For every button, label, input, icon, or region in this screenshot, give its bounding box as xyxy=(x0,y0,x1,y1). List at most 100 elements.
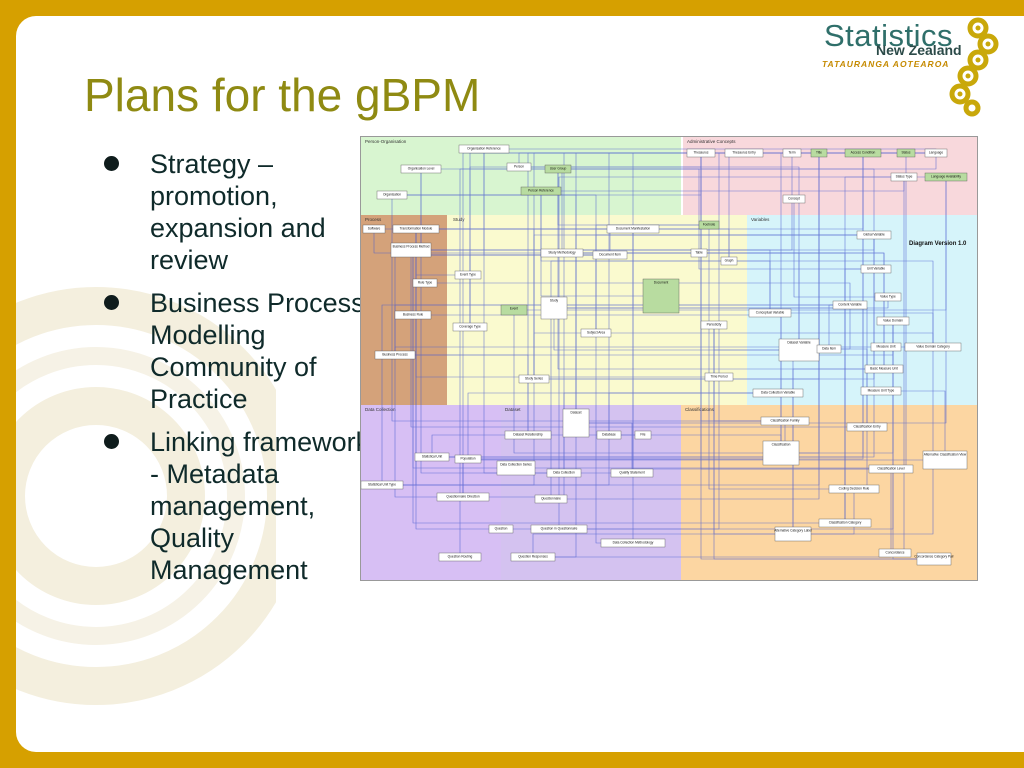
diagram-entity-box: Question Responses xyxy=(510,552,556,562)
diagram-entity-label: Data Collection Variable xyxy=(761,391,795,395)
bullet-item: Linking frameworks - Metadata management… xyxy=(104,426,384,586)
diagram-connector xyxy=(532,533,793,557)
diagram-entity-label: File xyxy=(640,433,645,437)
diagram-entity-box: Classification Family xyxy=(760,416,810,426)
diagram-entity-label: Dataset Variable xyxy=(787,341,811,345)
diagram-entity-box: Global Variable xyxy=(856,230,892,240)
diagram-entity-label: Thesaurus Entry xyxy=(732,151,756,155)
diagram-connector xyxy=(698,253,876,270)
diagram-entity-label: Dataset Relationship xyxy=(513,433,543,437)
diagram-entity-box: Data Collection Series xyxy=(496,460,536,476)
diagram-connector xyxy=(793,347,934,535)
diagram-entity-label: Title xyxy=(816,151,822,155)
diagram-entity-box: Time Period xyxy=(704,372,734,382)
diagram-entity-label: Concept xyxy=(788,197,800,201)
diagram-entity-box: Study Methodology xyxy=(540,248,584,258)
diagram-entity-label: Value Domain Category xyxy=(916,345,950,349)
diagram-connector xyxy=(425,282,851,305)
diagram-entity-label: Thesaurus xyxy=(693,151,708,155)
diagram-connector xyxy=(533,332,596,379)
diagram-connector xyxy=(576,177,947,424)
diagram-connector xyxy=(432,153,864,458)
diagram-entity-box: Event xyxy=(500,304,528,316)
diagram-entity-box: Classification Entry xyxy=(846,422,888,432)
decorative-pattern xyxy=(16,287,276,705)
diagram-entity-label: Global Variable xyxy=(863,233,885,237)
diagram-region-label: Administrative Concepts xyxy=(687,139,736,144)
bullet-text: Linking frameworks - Metadata management… xyxy=(150,427,383,585)
diagram-connector xyxy=(793,199,888,298)
diagram-entity-box: Business Process xyxy=(374,350,416,360)
diagram-entity-label: Table xyxy=(695,251,703,255)
diagram-connector xyxy=(415,229,719,378)
diagram-entity-label: Transformation Module xyxy=(400,227,433,231)
diagram-entity-label: Classification Family xyxy=(770,419,799,423)
diagram-entity-label: Dataset xyxy=(571,411,582,415)
diagram-entity-box: Title xyxy=(810,148,828,158)
diagram-entity-label: Concordance xyxy=(886,551,905,555)
diagram-entity-box: Footnote xyxy=(698,220,720,230)
diagram-region-label: Person-Organisation xyxy=(365,139,407,144)
diagram-entity-label: Organisation xyxy=(383,193,401,197)
diagram-entity-label: Question Routing xyxy=(448,555,473,559)
diagram-connector xyxy=(382,153,820,486)
diagram-entity-label: Coverage Type xyxy=(459,325,481,329)
diagram-entity-label: Status Type xyxy=(896,175,913,179)
diagram-entity-label: Quality Statement xyxy=(619,471,644,475)
diagram-entity-box: Business Rule xyxy=(394,310,432,320)
diagram-entity-label: Basic Measure Unit xyxy=(870,367,898,371)
diagram-entity-label: Time Period xyxy=(710,375,727,379)
diagram-region-label: Dataset xyxy=(505,407,521,412)
logo-knot-icon xyxy=(949,17,999,117)
diagram-entity-box: Basic Measure Unit xyxy=(864,364,904,374)
diagram-entity-box: Statistical Unit xyxy=(414,452,450,462)
diagram-entity-box: Status xyxy=(896,148,916,158)
diagram-entity-box: Conceptual Variable xyxy=(748,308,792,318)
logo-sub-text: New Zealand xyxy=(876,42,962,58)
diagram-entity-box: Organisation Level xyxy=(400,164,442,174)
diagram-entity-label: Periodicity xyxy=(707,323,722,327)
diagram-entity-box: Subject Area xyxy=(580,328,612,338)
diagram-entity-label: Business Process xyxy=(382,353,408,357)
diagram-connector xyxy=(708,225,854,490)
diagram-entity-label: Measure Unit xyxy=(877,345,896,349)
diagram-entity-box: Periodicity xyxy=(700,320,728,330)
diagram-entity-box: Organisation Reference xyxy=(458,144,510,154)
diagram-entity-box: Thesaurus xyxy=(686,148,716,158)
diagram-connector xyxy=(559,377,720,530)
diagram-entity-label: Concordance Category Pair xyxy=(914,555,954,559)
diagram-region-label: Data Collection xyxy=(365,407,396,412)
diagram-entity-box: Person Reference xyxy=(520,186,562,196)
diagram-connector xyxy=(381,304,850,485)
diagram-region-label: Variables xyxy=(751,217,770,222)
diagram-entity-label: Organisation Reference xyxy=(467,147,501,151)
diagram-entity-label: Language xyxy=(929,151,943,155)
diagram-entity-box: Data Item xyxy=(816,344,842,354)
diagram-connector xyxy=(829,348,868,427)
diagram-entity-box: Graph xyxy=(720,256,738,266)
diagram-connector xyxy=(792,368,884,534)
diagram-entity-box: Access Condition xyxy=(844,148,882,158)
diagram-entity-box: Document xyxy=(642,278,680,314)
bullet-text: Business Process Modelling Community of … xyxy=(150,288,365,414)
bullet-text: Strategy – promotion, expansion and revi… xyxy=(150,149,326,275)
diagram-connector xyxy=(729,260,771,313)
diagram-entity-box: Statistical Unit Type xyxy=(361,480,404,490)
diagram-entity-box: Event Type xyxy=(454,270,482,280)
diagram-entity-box: Content Variable xyxy=(832,300,868,310)
bullet-item: Business Process Modelling Community of … xyxy=(104,287,384,415)
diagram-entity-box: Concordance Category Pair xyxy=(914,552,955,566)
diagram-entity-box: Dataset Relationship xyxy=(504,430,552,440)
diagram-entity-box: Study xyxy=(540,296,568,320)
diagram-entity-label: Questionnaire Direction xyxy=(446,495,480,499)
diagram-connector xyxy=(540,191,661,297)
diagram-entity-label: Conceptual Variable xyxy=(756,311,785,315)
diagram-entity-label: Rule Type xyxy=(418,281,433,285)
diagram-entity-label: Question xyxy=(495,527,508,531)
diagram-connector xyxy=(513,310,781,454)
diagram-entity-box: Alternative Classification View xyxy=(922,450,968,470)
diagram-entity-label: Graph xyxy=(725,259,734,263)
diagram-entity-box: Classification xyxy=(762,440,800,466)
diagram-entity-box: Alternative Category Label xyxy=(774,526,812,542)
diagram-entity-box: Document Item xyxy=(592,250,628,260)
